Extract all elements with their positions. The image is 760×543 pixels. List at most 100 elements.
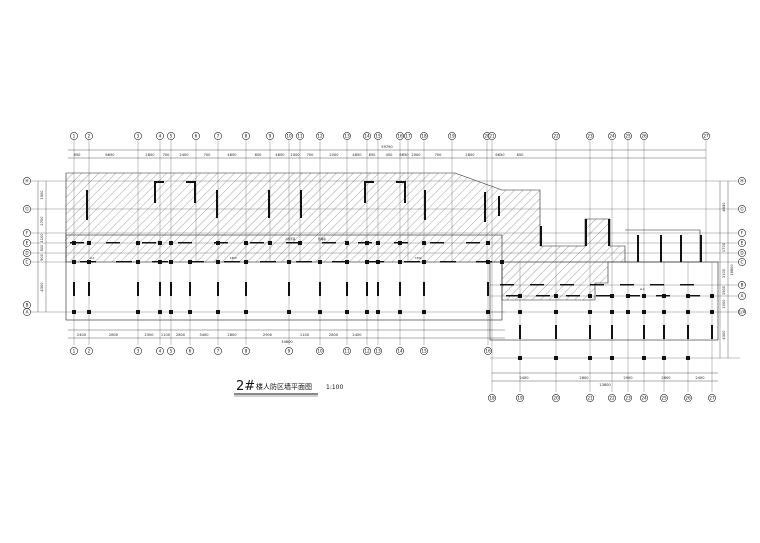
svg-text:3: 3 [137, 134, 140, 139]
axis-bubble-top-13: 13 [343, 132, 351, 140]
svg-text:A: A [26, 310, 29, 315]
top-dim: 4850 [352, 153, 362, 157]
bottom-dim-right: 2800 [579, 376, 589, 380]
svg-text:B: B [741, 283, 744, 288]
svg-text:1/A: 1/A [739, 310, 746, 315]
left-dim: 4300 [40, 282, 44, 292]
axis-bubble-left-A: A [23, 308, 31, 316]
axis-bubble-bottom-7: 7 [214, 347, 222, 355]
left-dim: 1100 [40, 233, 44, 243]
bottom-dim-right: 2800 [661, 376, 671, 380]
annotation-blast-wall: 防爆墙 [318, 237, 326, 241]
svg-text:18: 18 [489, 396, 495, 401]
bottom-dim: 2800 [329, 333, 339, 337]
svg-text:E: E [741, 241, 744, 246]
bottom-dim: 2900 [263, 333, 273, 337]
axis-bubble-right-F: F [738, 229, 746, 237]
axis-bubble-left-B: B [23, 301, 31, 309]
svg-text:8: 8 [245, 349, 248, 354]
axis-bubble-top-14: 14 [363, 132, 371, 140]
axis-bubble-top-23: 23 [586, 132, 594, 140]
top-dim: 2000 [411, 153, 421, 157]
svg-text:18: 18 [421, 134, 427, 139]
bottom-dim: 2400 [77, 333, 87, 337]
left-dim: 500 [40, 244, 44, 252]
axis-bubble-top-4: 4 [156, 132, 164, 140]
drawing-title: 2# 楼人防区墙平面图 1:100 [234, 379, 343, 397]
axis-bubble-top-18: 18 [420, 132, 428, 140]
axis-bubble-top-9: 9 [266, 132, 274, 140]
stair-outline [625, 229, 701, 263]
svg-text:20: 20 [484, 134, 490, 139]
bottom-dim: 2500 [144, 333, 154, 337]
bottom-dim-right: 2400 [519, 376, 529, 380]
right-dim: 3100 [722, 268, 726, 278]
axis-bubble-bottom-12: 12 [363, 347, 371, 355]
axis-bubble-bottom-11: 11 [343, 347, 351, 355]
axis-bubble-left-H: H [23, 177, 31, 185]
bottom-dim-right: 2400 [695, 376, 705, 380]
axis-bubble-right-H: H [738, 177, 746, 185]
svg-text:8: 8 [245, 134, 248, 139]
axis-bubble-bottom-6: 6 [186, 347, 194, 355]
svg-text:F: F [741, 231, 744, 236]
axis-bubble-top-5: 5 [167, 132, 175, 140]
bottom-dim: 1100 [161, 333, 171, 337]
bottom-dim: 3400 [199, 333, 209, 337]
svg-text:22: 22 [609, 396, 615, 401]
svg-text:26: 26 [685, 396, 691, 401]
top-dim: 700 [307, 153, 315, 157]
svg-text:C: C [26, 260, 29, 265]
svg-text:10: 10 [286, 134, 292, 139]
axis-bubble-bottom-right-25: 25 [660, 394, 668, 402]
left-dim: 1500 [40, 190, 44, 200]
axis-bubble-right-C: C [738, 258, 746, 266]
top-dim: 450 [386, 153, 394, 157]
bottom-dim: 1100 [300, 333, 310, 337]
bottom-dim-right: 2900 [623, 376, 633, 380]
svg-text:23: 23 [625, 396, 631, 401]
axis-bubble-bottom-right-21: 21 [586, 394, 594, 402]
svg-text:H: H [740, 179, 743, 184]
svg-text:1: 1 [73, 349, 76, 354]
svg-text:6: 6 [195, 134, 198, 139]
axis-bubble-bottom-2: 2 [85, 347, 93, 355]
top-dim: 2000 [329, 153, 339, 157]
annotation-ll1: LL1 [90, 256, 95, 260]
svg-text:22: 22 [553, 134, 559, 139]
svg-text:10: 10 [317, 349, 323, 354]
top-dim: 700 [435, 153, 443, 157]
axis-bubble-top-7: 7 [214, 132, 222, 140]
top-dim: 6650 [495, 153, 505, 157]
svg-text:9: 9 [288, 349, 291, 354]
svg-text:C: C [741, 260, 744, 265]
axis-bubble-top-21: 21 [488, 132, 496, 140]
bottom-dim: 2800 [109, 333, 119, 337]
top-dim: 2800 [465, 153, 475, 157]
svg-text:12: 12 [317, 134, 323, 139]
svg-text:G: G [25, 207, 28, 212]
axis-bubble-top-1: 1 [70, 132, 78, 140]
svg-text:16: 16 [397, 134, 403, 139]
axis-bubble-bottom-15: 15 [420, 347, 428, 355]
svg-text:E: E [26, 241, 29, 246]
svg-text:1: 1 [73, 134, 76, 139]
left-wing-outline [65, 234, 503, 321]
svg-text:25: 25 [661, 396, 667, 401]
axis-bubble-top-26: 26 [640, 132, 648, 140]
axis-bubble-bottom-5: 5 [167, 347, 175, 355]
axis-bubble-top-17: 17 [404, 132, 412, 140]
svg-text:G: G [740, 207, 743, 212]
title-number: 2# [236, 379, 255, 394]
annotation-ll2: LL2 [640, 287, 645, 291]
right-dim: 1500 [722, 285, 726, 295]
axis-bubble-left-E: E [23, 239, 31, 247]
svg-text:4: 4 [159, 349, 162, 354]
axis-bubble-left-D: D [23, 249, 31, 257]
top-total-dim: 59790 [381, 145, 393, 149]
right-dim: 1700 [722, 242, 726, 252]
svg-text:14: 14 [364, 134, 370, 139]
axis-bubble-right-G: G [738, 205, 746, 213]
